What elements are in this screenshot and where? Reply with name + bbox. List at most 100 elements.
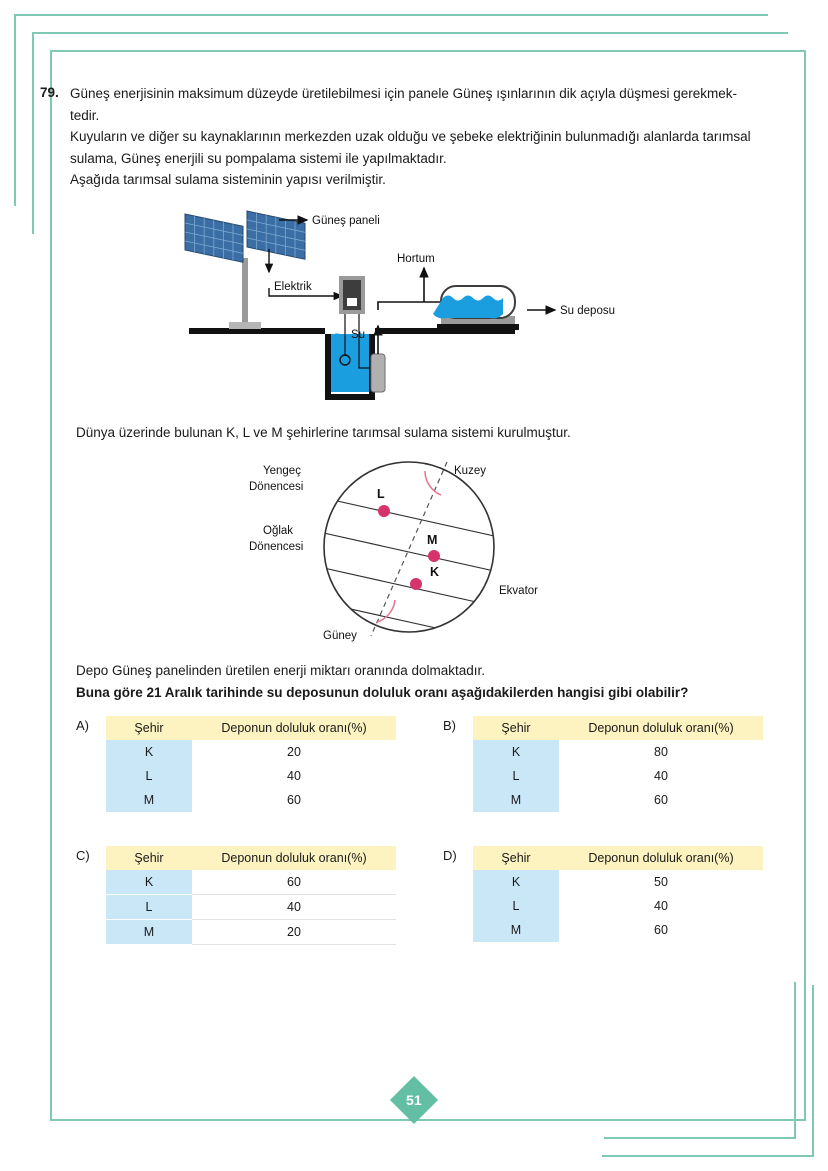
header-city: Şehir	[106, 845, 192, 870]
option-a-table: Şehir Deponun doluluk oranı(%) K 20 L 40…	[106, 715, 396, 812]
page-number-container: 51	[0, 1075, 828, 1125]
label-solar-panel: Güneş paneli	[312, 215, 380, 227]
cell-value: 50	[559, 869, 763, 894]
label-tropic-cancer-2: Dönencesi	[249, 481, 303, 493]
label-hose: Hortum	[397, 253, 435, 265]
option-c-letter: C)	[76, 847, 90, 863]
header-city: Şehir	[473, 845, 559, 870]
option-a-letter: A)	[76, 717, 89, 733]
label-city-m: M	[427, 533, 437, 547]
cell-value: 80	[559, 739, 763, 764]
header-city: Şehir	[473, 715, 559, 740]
globe-svg: L M K Yengeç Dönencesi Oğlak Dönencesi K…	[249, 460, 538, 642]
option-b-letter: B)	[443, 717, 456, 733]
cell-city: L	[106, 894, 192, 920]
label-equator: Ekvator	[499, 585, 538, 597]
table-row: L 40	[106, 763, 396, 788]
page-content: 79. Güneş enerjisinin maksimum düzeyde ü…	[40, 84, 788, 945]
option-d-table: Şehir Deponun doluluk oranı(%) K 50 L 40…	[473, 845, 763, 942]
table-row: M 60	[473, 917, 763, 942]
table-header-row: Şehir Deponun doluluk oranı(%)	[106, 715, 396, 740]
cell-city: K	[473, 739, 559, 764]
city-point-k	[410, 577, 422, 590]
earth-globe-diagram: L M K Yengeç Dönencesi Oğlak Dönencesi K…	[40, 452, 788, 647]
cell-city: K	[106, 869, 192, 895]
water-well	[325, 333, 375, 400]
cell-value: 60	[559, 787, 763, 812]
cell-city: M	[473, 787, 559, 812]
question-paragraph-3: Kuyuların ve diğer su kaynaklarının merk…	[70, 129, 751, 145]
option-c[interactable]: C) Şehir Deponun doluluk oranı(%) K 60 L	[76, 845, 421, 945]
cell-city: K	[106, 739, 192, 764]
header-fill-rate: Deponun doluluk oranı(%)	[192, 715, 396, 740]
option-d-letter: D)	[443, 847, 457, 863]
cell-value: 60	[192, 869, 396, 895]
question-block: 79. Güneş enerjisinin maksimum düzeyde ü…	[40, 84, 788, 192]
pump-power-wire	[358, 313, 375, 369]
cell-city: L	[473, 893, 559, 918]
solar-diagram-svg: Güneş paneli Elektrik Su Hortu	[184, 209, 615, 400]
cell-value: 60	[559, 917, 763, 942]
solar-irrigation-diagram: Güneş paneli Elektrik Su Hortu	[40, 206, 788, 411]
cell-value: 40	[192, 894, 396, 920]
ground-left	[189, 327, 325, 334]
option-d[interactable]: D) Şehir Deponun doluluk oranı(%) K 50 L	[443, 845, 788, 945]
table-row: K 20	[106, 739, 396, 764]
cell-value: 60	[192, 787, 396, 812]
cell-city: M	[106, 919, 192, 945]
label-city-l: L	[377, 487, 385, 501]
label-tropic-capricorn-2: Dönencesi	[249, 541, 303, 553]
label-north: Kuzey	[454, 465, 486, 477]
south-angle-arc	[376, 599, 396, 623]
cell-city: K	[473, 869, 559, 894]
hose-pipe	[377, 300, 441, 310]
table-row: L 40	[473, 893, 763, 918]
label-water: Su	[351, 329, 365, 341]
city-point-l	[378, 504, 390, 517]
solar-panel	[184, 209, 306, 329]
question-text: Güneş enerjisinin maksimum düzeyde üreti…	[70, 84, 788, 192]
city-point-m	[428, 549, 440, 562]
label-south: Güney	[323, 630, 357, 642]
table-row: M 60	[106, 787, 396, 812]
question-paragraph-5: Aşağıda tarımsal sulama sisteminin yapıs…	[70, 172, 386, 188]
table-header-row: Şehir Deponun doluluk oranı(%)	[473, 845, 763, 870]
globe-caption: Dünya üzerinde bulunan K, L ve M şehirle…	[76, 424, 571, 440]
question-paragraph-4: sulama, Güneş enerjili su pompalama sist…	[70, 150, 447, 166]
table-row: K 80	[473, 739, 763, 764]
table-row: L 40	[473, 763, 763, 788]
ground-right	[375, 327, 515, 334]
label-electricity: Elektrik	[274, 281, 312, 293]
cell-value: 20	[192, 739, 396, 764]
table-row: L 40	[106, 894, 396, 920]
header-fill-rate: Deponun doluluk oranı(%)	[192, 845, 396, 870]
cell-city: M	[106, 787, 192, 812]
header-city: Şehir	[106, 715, 192, 740]
header-fill-rate: Deponun doluluk oranı(%)	[559, 715, 763, 740]
option-c-table: Şehir Deponun doluluk oranı(%) K 60 L 40…	[106, 845, 396, 945]
label-tropic-capricorn-1: Oğlak	[263, 525, 293, 537]
table-header-row: Şehir Deponun doluluk oranı(%)	[473, 715, 763, 740]
label-city-k: K	[430, 565, 439, 579]
option-b[interactable]: B) Şehir Deponun doluluk oranı(%) K 80 L	[443, 715, 788, 812]
option-a[interactable]: A) Şehir Deponun doluluk oranı(%) K 20 L	[76, 715, 421, 812]
label-water-tank: Su deposu	[560, 305, 615, 317]
page-number-badge: 51	[389, 1075, 439, 1125]
water-tank	[433, 284, 519, 330]
table-row: K 60	[106, 869, 396, 895]
cell-value: 40	[559, 893, 763, 918]
page-number-text: 51	[406, 1091, 422, 1108]
table-row: M 20	[106, 919, 396, 945]
lead-text: Depo Güneş panelinden üretilen enerji mi…	[76, 662, 485, 678]
table-header-row: Şehir Deponun doluluk oranı(%)	[106, 845, 396, 870]
decorative-frame-corner-outer	[602, 985, 814, 1157]
cell-city: L	[106, 763, 192, 788]
globe-circle	[323, 460, 495, 633]
question-paragraph-2: tedir.	[70, 107, 100, 123]
controller-box	[339, 275, 365, 314]
option-b-table: Şehir Deponun doluluk oranı(%) K 80 L 40…	[473, 715, 763, 812]
table-row: K 50	[473, 869, 763, 894]
label-tropic-cancer-1: Yengeç	[263, 465, 301, 477]
prompt-text: Buna göre 21 Aralık tarihinde su deposun…	[76, 684, 689, 700]
north-angle-arc	[424, 470, 442, 496]
